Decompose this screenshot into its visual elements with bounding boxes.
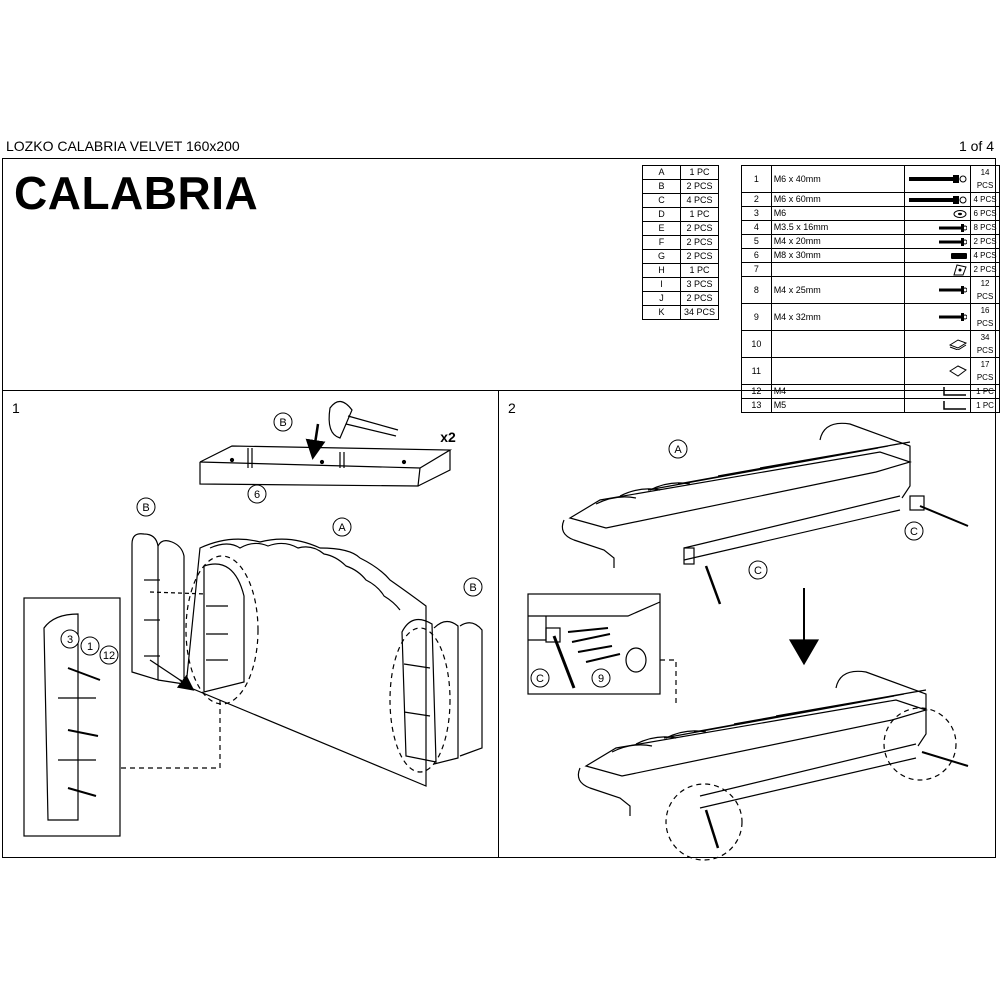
hardware-number: 10 <box>741 330 772 358</box>
detail-panel-bolts <box>43 613 101 821</box>
bed-frame-bottom <box>577 670 969 849</box>
brand-title: CALABRIA <box>14 167 259 219</box>
page-frame <box>2 158 996 858</box>
hardware-number: 8 <box>741 276 772 304</box>
board-b-with-dowels <box>199 445 453 487</box>
side-panel-b-left <box>131 533 245 693</box>
detail-box-step1 <box>23 597 121 837</box>
screw-icon <box>904 220 972 235</box>
callout-12 <box>99 645 119 665</box>
screw-icon <box>904 276 972 304</box>
callout-c-1-text: C <box>910 526 918 538</box>
callout-b-2-text: B <box>142 502 149 514</box>
clip-icon <box>904 330 972 358</box>
insert-arrow <box>305 423 326 460</box>
callout-a-1 <box>332 517 352 537</box>
bed-frame-top <box>561 422 969 605</box>
callout-6 <box>247 484 267 504</box>
page-number: 1 of 4 <box>958 138 994 154</box>
hardware-qty: 16 PCS <box>970 303 1000 331</box>
detail-circle-left <box>185 555 259 705</box>
callout-1-text: 1 <box>87 641 93 653</box>
step-2-number: 2 <box>508 400 516 416</box>
hardware-number: 11 <box>741 357 772 385</box>
callout-a-2 <box>668 439 688 459</box>
callout-3-text: 3 <box>67 634 73 646</box>
callout-3 <box>60 629 80 649</box>
callout-9-text: 9 <box>598 673 604 685</box>
step-1-number: 1 <box>12 400 20 416</box>
callout-b-1-text: B <box>279 417 286 429</box>
callout-b-3 <box>463 577 483 597</box>
plate-icon <box>904 357 972 385</box>
hardware-qty: 14 PCS <box>970 165 1000 193</box>
callout-c-2 <box>748 560 768 580</box>
hammer-icon <box>328 400 399 439</box>
part-id: K <box>642 305 681 320</box>
hardware-size: M3.5 x 16mm <box>770 220 906 235</box>
down-arrow <box>788 639 820 666</box>
document-title: LOZKO CALABRIA VELVET 160x200 <box>6 138 240 154</box>
hardware-qty: 4 PCS <box>970 192 1000 207</box>
part-qty: 34 PCS <box>680 305 719 320</box>
callout-c-3 <box>530 668 550 688</box>
detail-leg-screws <box>528 601 661 689</box>
callout-a-2-text: A <box>674 444 682 456</box>
headboard-a <box>185 538 427 787</box>
step-divider <box>498 390 499 858</box>
hardware-size: M5 <box>770 398 906 413</box>
callout-12-text: 12 <box>103 650 115 662</box>
screw-icon <box>904 303 972 331</box>
callout-b-1 <box>273 412 293 432</box>
hardware-size: M6 x 40mm <box>770 165 906 193</box>
callout-c-1 <box>904 521 924 541</box>
callout-a-1-text: A <box>338 522 346 534</box>
callout-6-text: 6 <box>254 489 260 501</box>
detail-box-step2 <box>527 593 661 695</box>
section-divider <box>2 390 996 391</box>
callout-b-3-text: B <box>469 582 476 594</box>
callout-c-2-text: C <box>754 565 762 577</box>
callout-1 <box>80 636 100 656</box>
hardware-size <box>770 330 906 358</box>
hardware-size <box>770 357 906 385</box>
allen-key-icon <box>904 398 972 413</box>
multiplier-label: x2 <box>440 429 456 445</box>
side-panel-b-right <box>401 618 483 765</box>
callout-b-2 <box>136 497 156 517</box>
long-bolt-icon <box>904 165 972 193</box>
callout-9 <box>591 668 611 688</box>
callout-c-3-text: C <box>536 673 544 685</box>
hardware-qty: 1 PC <box>970 398 1000 413</box>
detail-circle-right <box>389 627 451 773</box>
